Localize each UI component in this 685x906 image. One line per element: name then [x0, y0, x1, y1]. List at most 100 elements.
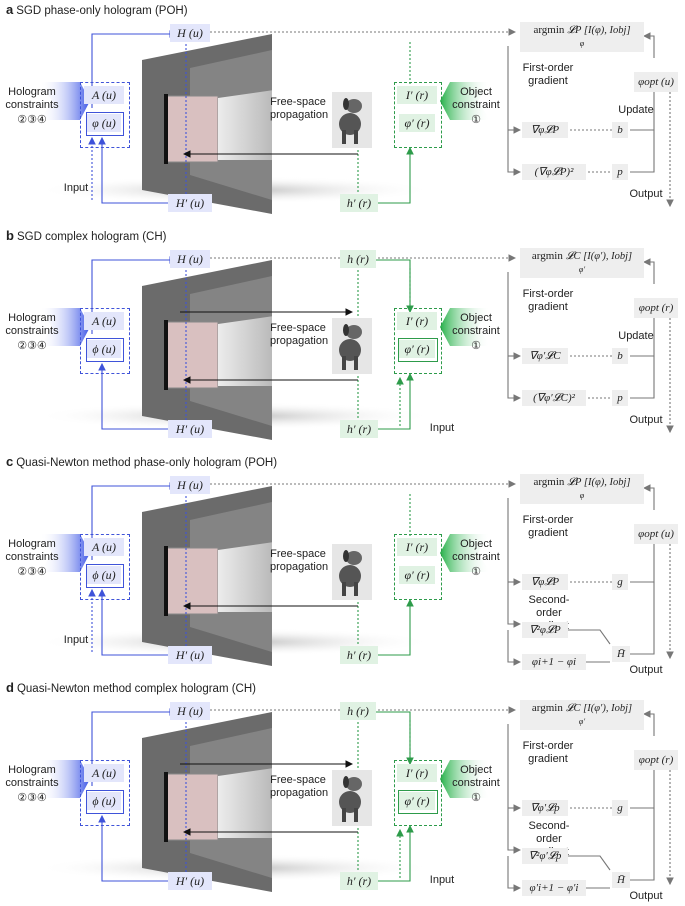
free-space-label: Free-space propagation [270, 774, 329, 799]
object-dashed-frame [394, 760, 442, 826]
hologram-constraint-numbers: ②③④ [17, 114, 47, 126]
vphi-box: φ′ (r) [399, 566, 435, 584]
first-order-label: First-order gradient [522, 288, 574, 313]
grad2-out: p [612, 390, 628, 406]
hologram-constraints-label: Hologram constraints [5, 312, 59, 337]
hologram-constraint-arrow [40, 534, 90, 572]
gray-right-column [630, 770, 655, 809]
vphi-box: φ′ (r) [399, 340, 435, 358]
panel-title-text: Quasi-Newton method complex hologram (CH… [16, 683, 256, 695]
gray-grad2-line [566, 855, 611, 871]
blue-Hp-line [98, 814, 176, 882]
update-label: Update [618, 104, 654, 116]
vphi-inner-frame [398, 790, 438, 814]
slm-image [165, 321, 219, 389]
argmin-word: argmin [531, 702, 563, 714]
h-box: h (r) [340, 702, 376, 720]
object-constraint-number: ① [471, 792, 481, 804]
I-box: I′ (r) [397, 312, 437, 330]
vphi-box: φ′ (r) [399, 792, 435, 810]
hologram-dashed-frame [80, 308, 130, 374]
object-constraint-arrow [440, 534, 490, 572]
connector-lines [35, 480, 674, 666]
phi-inner-frame [86, 112, 124, 136]
argmin-word: argmin [533, 476, 565, 488]
object-constraint-label: Object constraint [452, 764, 500, 789]
panel-letter: b [6, 228, 14, 243]
object-constraint-number: ① [471, 340, 481, 352]
blue-top-line [91, 30, 178, 108]
green-h-line [370, 259, 414, 314]
hologram-constraint-arrow [40, 308, 90, 346]
hologram-constraint-numbers: ②③④ [17, 566, 47, 578]
hologram-constraint-numbers: ②③④ [17, 792, 47, 804]
H-box: H (u) [170, 702, 210, 720]
hologram-constraint-arrow [40, 760, 90, 798]
object-constraint-arrow [440, 760, 490, 798]
gray-right-spine [507, 724, 522, 854]
opt-box: φopt (r) [634, 298, 678, 318]
phi-box: ϕ (u) [87, 792, 121, 810]
hbar-box: H̄ [612, 646, 630, 662]
gray-update-arrow [642, 484, 655, 510]
gray-update-arrow [642, 32, 655, 58]
blue-Hp-line [98, 136, 176, 204]
argmin-text: 𝓛C [I(φ′), Iobj] [565, 703, 633, 714]
phi-box: ϕ (u) [87, 340, 121, 358]
argmin-text: 𝓛C [I(φ′), Iobj] [565, 251, 633, 262]
opt-box: φopt (r) [634, 750, 678, 770]
phi-box: φ (u) [87, 114, 121, 132]
hologram-constraint-numbers: ②③④ [17, 340, 47, 352]
grad1-out: g [612, 574, 628, 590]
slm-image [165, 95, 219, 163]
gray-update-arrow [642, 258, 655, 284]
gray-grad2-join [630, 356, 655, 399]
argmin-text: 𝓛P [I(φ), Iobj] [567, 25, 631, 36]
input-label-right: Input [429, 422, 455, 434]
argmin-text: 𝓛P [I(φ), Iobj] [567, 477, 631, 488]
vphi-box: φ′ (r) [399, 114, 435, 132]
A-box: A (u) [84, 312, 124, 330]
grad2-box: ∇²φ′𝓛p [522, 848, 568, 864]
object-constraint-arrow [440, 308, 490, 346]
gray-hbar-join [630, 808, 655, 881]
first-order-label: First-order gradient [522, 740, 574, 765]
hp-box: h′ (r) [340, 872, 378, 890]
Hp-box: H′ (u) [168, 646, 212, 664]
hologram-constraints-label: Hologram constraints [5, 86, 59, 111]
first-order-label: First-order gradient [522, 62, 574, 87]
light-beam [218, 308, 330, 386]
argmin-sub: φ [579, 491, 585, 500]
grad3-box: φi+1 − φi [522, 654, 586, 670]
A-box: A (u) [84, 538, 124, 556]
slm-edge [164, 546, 168, 616]
gray-grad3-arrow [507, 630, 522, 666]
I-box: I′ (r) [397, 86, 437, 104]
slm-edge [164, 772, 168, 842]
argmin-word: argmin [533, 24, 565, 36]
grad3-box: φ′i+1 − φ′i [522, 880, 586, 896]
light-beam [218, 760, 330, 838]
phi-box: ϕ (u) [87, 566, 121, 584]
grad2-box: ∇²φ𝓛P [522, 622, 568, 638]
grad1-box: ∇φ′𝓛p [522, 800, 568, 816]
light-beam [218, 534, 330, 612]
object-constraint-label: Object constraint [452, 312, 500, 337]
phi-inner-frame [86, 338, 124, 362]
blue-Hp-line [98, 362, 176, 430]
light-beam [218, 82, 330, 160]
hologram-dashed-frame [80, 534, 130, 600]
grad1-box: ∇φ𝓛P [522, 122, 568, 138]
hologram-dashed-frame [80, 760, 130, 826]
Hp-box: H′ (u) [168, 420, 212, 438]
